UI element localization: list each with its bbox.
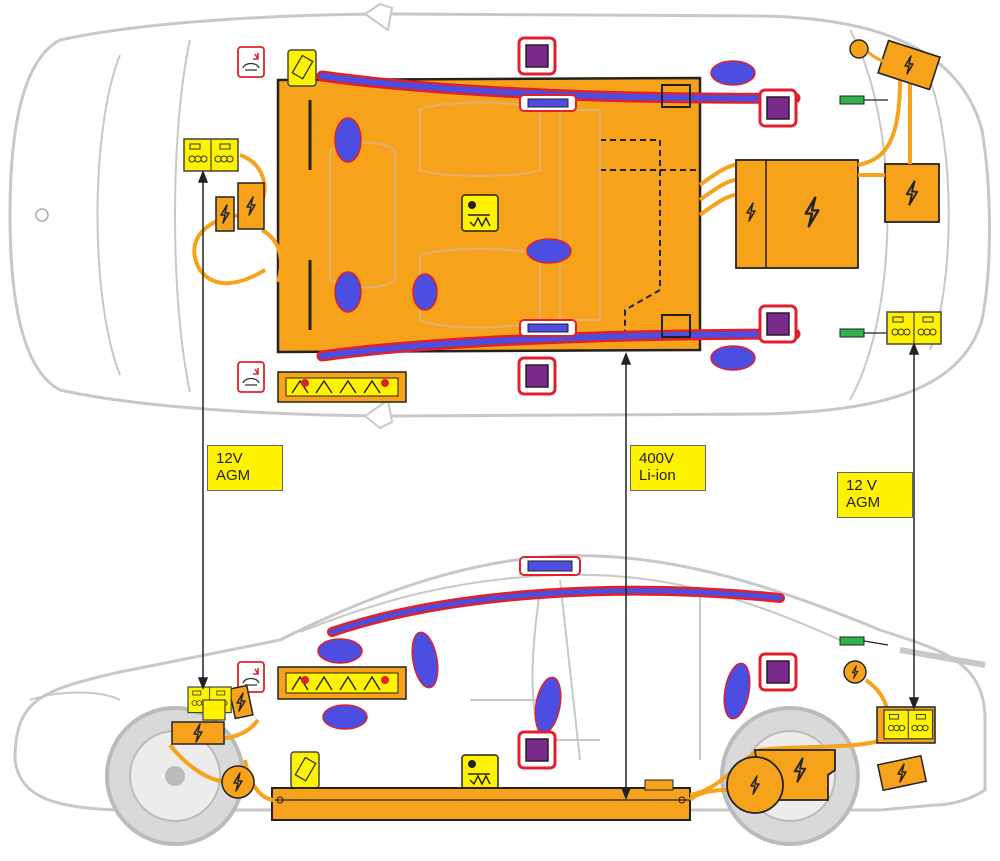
rear-battery-type: AGM [846,494,881,511]
rear-hv-harness-side [688,636,936,814]
hood-lifter-icon [237,361,265,393]
rear-hv-components-top [698,39,941,338]
side-view [13,554,987,846]
rear-12v-battery-icon [886,311,942,345]
roll-over-protection-icon [461,754,499,790]
front-hv-harness [192,153,283,286]
pretensioner-icon [517,36,557,76]
pretensioner-icon [758,652,798,692]
callout-connectors [197,169,920,801]
front-hv-harness-side [168,684,276,802]
hv-battery-type: Li-ion [639,467,676,484]
airbags-top [334,60,756,371]
front-battery-voltage: 12V [216,450,243,467]
top-view [8,2,991,430]
hv-battery-voltage: 400V [639,450,675,467]
airbags-side [317,631,751,734]
high-voltage-battery-pack [271,779,691,821]
gas-spring-icon [287,49,317,87]
hv-battery-label: 400V Li-ion [630,445,706,491]
hood-lifter-icon [237,46,265,78]
pretensioner-icon [517,730,557,770]
rear-12v-battery-label: 12 V AGM [837,472,913,518]
pretensioner-icon [517,356,557,396]
roll-over-protection-icon [461,194,499,232]
roof-gas-spring-bottom [519,319,577,337]
pretensioner-icon [758,88,798,128]
roof-gas-spring-top [519,94,577,112]
front-12v-battery-label: 12V AGM [207,445,283,491]
front-battery-type: AGM [216,467,251,484]
gas-spring-icon [290,751,320,789]
roll-over-protection-strip-side [277,666,407,700]
12v-battery-icon [183,138,239,172]
roll-over-protection-strip-top [277,371,407,403]
pretensioner-icon [758,304,798,344]
rear-battery-voltage: 12 V [846,477,877,494]
